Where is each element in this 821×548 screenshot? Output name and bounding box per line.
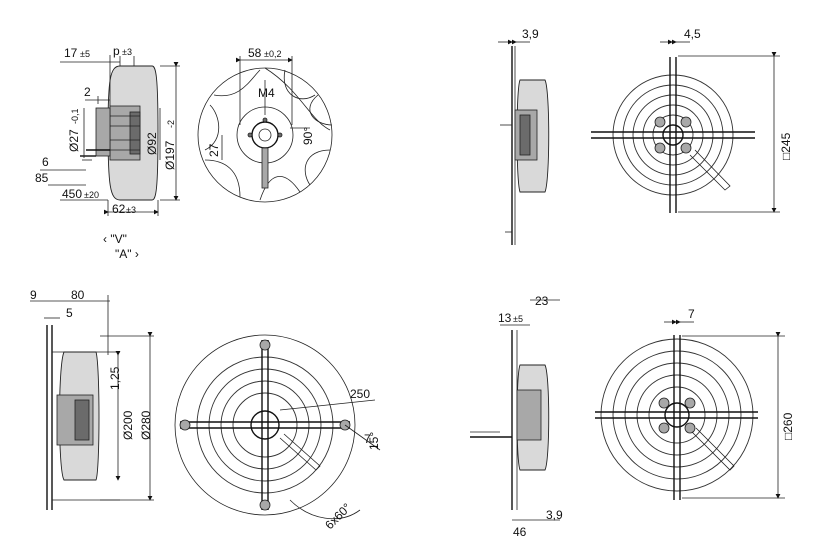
dim-197: Ø197 (163, 140, 177, 170)
dim-90deg: 90° (301, 127, 315, 145)
dim-sq260: □260 (781, 412, 795, 440)
dim-m4: M4 (258, 86, 275, 100)
dim-450-tol: ±20 (84, 190, 99, 200)
dim-450: 450 (62, 187, 82, 201)
dim-17-tol: ±5 (80, 49, 90, 59)
dim-27a-tol: -0,1 (70, 108, 80, 124)
dim-15deg: 15° (367, 432, 381, 450)
dim-p-tol: ±3 (122, 47, 132, 57)
dim-62-tol: ±3 (126, 205, 136, 215)
bottomleft-front-view: 250 7 15° 6x60° (174, 334, 381, 532)
topleft-front-view: 58 ±0,2 M4 27 90° (197, 46, 333, 203)
dim-23: 23 (535, 294, 549, 308)
dim-7-bl: 7 (364, 432, 371, 446)
dim-92: Ø92 (145, 132, 159, 155)
bottomright-side-view: 23 13 ±5 46 3,9 (470, 294, 563, 539)
dim-7-br: 7 (688, 307, 695, 321)
bottomright-front-view: 7 □260 (595, 307, 795, 500)
topleft-side-view: 17 ±5 p ±3 2 Ø27 -0,1 Ø92 Ø197 -2 6 85 4… (35, 44, 180, 216)
dim-1-25: 1,25 (108, 366, 122, 390)
dim-9: 9 (30, 288, 37, 302)
dim-85: 85 (35, 171, 49, 185)
dim-17: 17 (64, 46, 78, 60)
dim-sq245: □245 (779, 132, 793, 160)
dim-p: p (113, 44, 120, 58)
dim-62: 62 (112, 202, 126, 216)
dim-3-9-top: 3,9 (522, 27, 539, 41)
dim-80: 80 (71, 288, 85, 302)
view-label-v: ‹ "V" (103, 232, 127, 246)
dim-250: 250 (350, 387, 370, 401)
bottomleft-side-view: 9 80 5 1,25 Ø200 Ø280 (30, 288, 154, 510)
dim-197-tol: -2 (166, 120, 176, 128)
topright-side-view: 3,9 (498, 27, 550, 245)
view-label-a: "A" › (115, 247, 139, 261)
dim-2: 2 (84, 85, 91, 99)
dim-6: 6 (42, 155, 49, 169)
topright-front-view: 4,5 □245 (591, 27, 793, 213)
dim-200: Ø200 (121, 410, 135, 440)
dim-58-tol: ±0,2 (264, 49, 281, 59)
dim-280: Ø280 (139, 410, 153, 440)
dim-13-tol: ±5 (513, 314, 523, 324)
dim-5: 5 (66, 306, 73, 320)
dim-58: 58 (248, 46, 262, 60)
dim-4-5: 4,5 (684, 27, 701, 41)
dim-46: 46 (513, 525, 527, 539)
dim-13: 13 (498, 311, 512, 325)
dim-27a: Ø27 (67, 129, 81, 152)
dim-3-9-bottom: 3,9 (546, 508, 563, 522)
dim-27b: 27 (207, 143, 221, 157)
